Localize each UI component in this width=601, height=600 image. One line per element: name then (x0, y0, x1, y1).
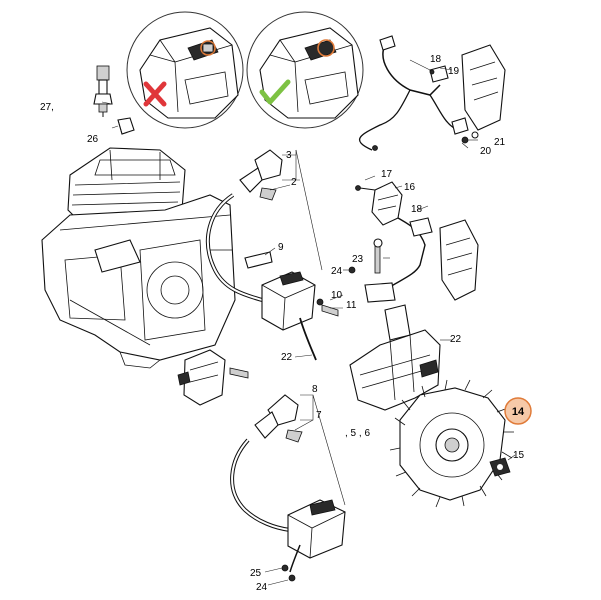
flywheel (389, 379, 514, 508)
ignition-module-small (177, 349, 249, 406)
callout-3: 3 (286, 150, 292, 161)
switch-assembly (348, 181, 479, 303)
ignition-coil-upper (205, 149, 339, 361)
callout-labels: 27, 26 3 2 9 22 10 11 24 8 7 , 5 , 6 25 … (40, 54, 525, 593)
leader-lines (101, 59, 516, 586)
highlight-badge-14: 14 (504, 397, 532, 425)
callout-17: 17 (381, 169, 393, 180)
callout-25: 25 (250, 568, 262, 579)
callout-5-6: , 5 , 6 (345, 428, 370, 439)
engine-block (41, 147, 236, 369)
callout-14: 14 (512, 406, 525, 418)
callout-19: 19 (448, 66, 460, 77)
ignition-coil-lower (230, 394, 346, 582)
callout-18-top: 18 (430, 54, 442, 65)
callout-20: 20 (480, 146, 492, 157)
callout-23: 23 (352, 254, 364, 265)
callout-24-mid: 24 (331, 266, 343, 277)
correct-assembly-circle (246, 11, 364, 129)
callout-16: 16 (404, 182, 416, 193)
callout-7: 7 (316, 410, 322, 421)
callout-22-left: 22 (281, 352, 293, 363)
callout-11: 11 (346, 300, 357, 311)
spark-plug (93, 65, 113, 117)
wiring-harness-upper (358, 35, 506, 151)
cross-mark-icon (143, 81, 167, 107)
callout-22-right: 22 (450, 334, 462, 345)
callout-21: 21 (494, 137, 506, 148)
fan-housing (349, 304, 441, 411)
callout-27: 27, (40, 102, 54, 113)
callout-15: 15 (513, 450, 525, 461)
callout-26: 26 (87, 134, 99, 145)
wrong-assembly-circle (126, 11, 244, 129)
callout-9: 9 (278, 242, 284, 253)
spark-plug-boot (117, 117, 135, 135)
callout-24-bottom: 24 (256, 582, 268, 593)
callout-10: 10 (331, 290, 343, 301)
callout-2: 2 (291, 177, 297, 188)
check-mark-icon (259, 79, 291, 105)
callout-8: 8 (312, 384, 318, 395)
callout-18-mid: 18 (411, 204, 423, 215)
